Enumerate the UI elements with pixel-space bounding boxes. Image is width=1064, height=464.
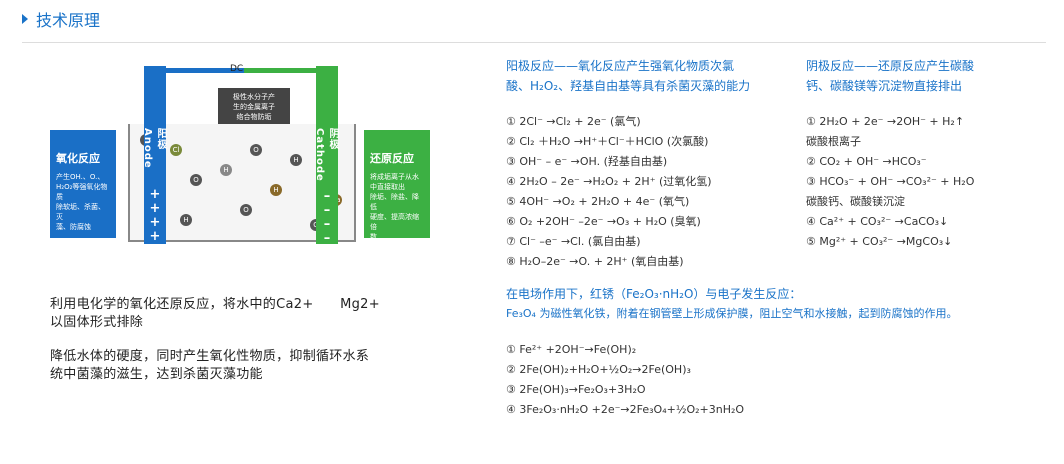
oxidation-box: 氧化反应 产生OH.、O.、 H₂O₂等强氧化物 质 除软垢、杀菌、灭 藻、防腐… (50, 130, 116, 238)
divider (22, 42, 1046, 43)
reaction-item: ② 2Fe(OH)₂+H₂O+½O₂→2Fe(OH)₃ (506, 363, 691, 376)
molecule: Cl (170, 144, 182, 156)
section-header: 技术原理 (22, 8, 100, 30)
reaction-item: ③ 2Fe(OH)₃→Fe₂O₃+3H₂O (506, 383, 646, 396)
molecule: O (190, 174, 202, 186)
molecule: H (270, 184, 282, 196)
anode-reactions: 阳极反应——氧化反应产生强氧化物质次氯 酸、H₂O₂、羟基自由基等具有杀菌灭藻的… (506, 56, 786, 272)
molecule: H (220, 164, 232, 176)
cathode-electrode: 阴极 Cathode –––– (314, 66, 338, 245)
reaction-item: 碳酸根离子 (806, 135, 861, 148)
reaction-item: ① 2Cl⁻ →Cl₂ + 2e⁻ (氯气) (506, 115, 641, 128)
reaction-item: ⑧ H₂O–2e⁻ →O. + 2H⁺ (氧自由基) (506, 255, 684, 268)
dc-label: DC (230, 64, 244, 74)
reaction-item: ⑦ Cl⁻ –e⁻ →Cl. (氯自由基) (506, 235, 641, 248)
reaction-item: ④ Ca²⁺ + CO₃²⁻ →CaCO₃↓ (806, 215, 949, 228)
section-title: 技术原理 (36, 11, 101, 30)
field-reactions: 在电场作用下，红锈（Fe₂O₃·nH₂O）与电子发生反应： Fe₃O₄ 为磁性氧… (506, 284, 1046, 420)
reaction-item: ⑤ Mg²⁺ + CO₃²⁻ →MgCO₃↓ (806, 235, 953, 248)
reaction-item: ② CO₂ + OH⁻ →HCO₃⁻ (806, 155, 927, 168)
reaction-item: ③ OH⁻ – e⁻ →OH. (羟基自由基) (506, 155, 668, 168)
reaction-item: ① 2H₂O + 2e⁻ →2OH⁻ + H₂↑ (806, 115, 965, 128)
reaction-item: ① Fe²⁺ +2OH⁻→Fe(OH)₂ (506, 343, 637, 356)
left-paragraph-2: 降低水体的硬度，同时产生氧化性物质，抑制循环水系统中菌藻的滋生，达到杀菌灭藻功能 (50, 349, 370, 382)
reaction-item: ④ 3Fe₂O₃·nH₂O +2e⁻→2Fe₃O₄+½O₂+3nH₂O (506, 403, 745, 416)
reaction-item: ② Cl₂ ＋H₂O →H⁺＋Cl⁻＋HClO (次氯酸) (506, 135, 709, 148)
molecule: O (240, 204, 252, 216)
reduction-box: 还原反应 将成垢离子从水 中直接取出 除垢、除盐、降低 硬度、提高浓缩倍 数 (364, 130, 430, 241)
reaction-item: ④ 2H₂O – 2e⁻ →H₂O₂ + 2H⁺ (过氧化氢) (506, 175, 712, 188)
cathode-reactions: 阴极反应——还原反应产生碳酸 钙、碳酸镁等沉淀物直接排出 ① 2H₂O + 2e… (806, 56, 1046, 252)
reaction-item: ③ HCO₃⁻ + OH⁻ →CO₃²⁻ + H₂O (806, 175, 975, 188)
left-paragraph-1: 利用电化学的氧化还原反应，将水中的Ca2+ Mg2+以固体形式排除 (50, 297, 380, 330)
reaction-item: ⑥ O₂ +2OH⁻ –2e⁻ →O₃ + H₂O (臭氧) (506, 215, 701, 228)
molecule: O (250, 144, 262, 156)
molecule: H (290, 154, 302, 166)
anode-electrode: 阳极 Anode ++++ (142, 66, 166, 244)
reaction-item: ⑤ 4OH⁻ →O₂ + 2H₂O + 4e⁻ (氧气) (506, 195, 690, 208)
molecule: H (180, 214, 192, 226)
triangle-bullet-icon (22, 14, 28, 24)
reaction-item: 碳酸钙、碳酸镁沉淀 (806, 195, 905, 208)
scale-note: 极性水分子产生的金属离子络合物防垢 (218, 88, 290, 128)
